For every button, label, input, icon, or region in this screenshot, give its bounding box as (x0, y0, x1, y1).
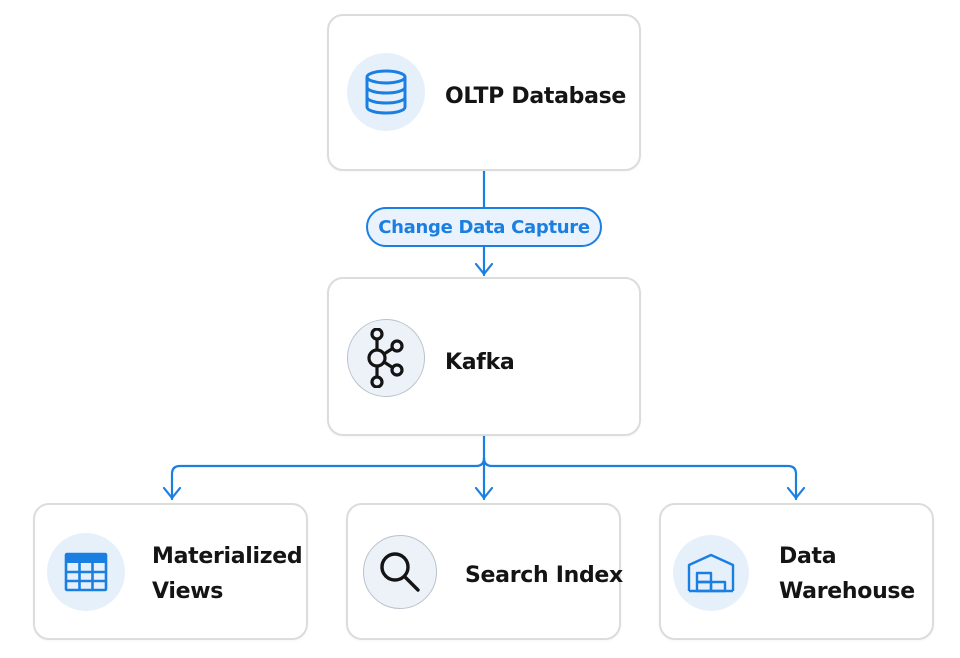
arrowhead-views (162, 486, 182, 500)
node-label-line-1: Data (779, 544, 837, 569)
warehouse-icon (673, 535, 749, 611)
database-icon (347, 53, 425, 131)
node-label: OLTP Database (445, 84, 627, 109)
node-search-index: Search Index (346, 503, 623, 640)
edge-kafka-branch-right (482, 456, 798, 501)
node-materialized-views: Materialized Views (33, 503, 308, 640)
node-label-line-2: Warehouse (779, 579, 915, 604)
node-label: Search Index (465, 563, 623, 588)
edge-label-change-data-capture: Change Data Capture (366, 207, 602, 247)
arrowhead-warehouse (786, 486, 806, 500)
edge-kafka-branch (170, 433, 486, 501)
table-grid-icon (47, 533, 125, 611)
arrowhead-kafka (474, 262, 494, 276)
arrowhead-search (474, 486, 494, 500)
kafka-icon (347, 319, 425, 397)
search-icon (363, 535, 437, 609)
node-label-line-2: Views (152, 579, 224, 604)
node-kafka: Kafka (327, 277, 641, 436)
node-label: Kafka (445, 350, 515, 375)
node-data-warehouse: Data Warehouse (659, 503, 934, 640)
node-oltp-database: OLTP Database (327, 14, 641, 171)
node-label-line-1: Materialized (152, 544, 303, 569)
